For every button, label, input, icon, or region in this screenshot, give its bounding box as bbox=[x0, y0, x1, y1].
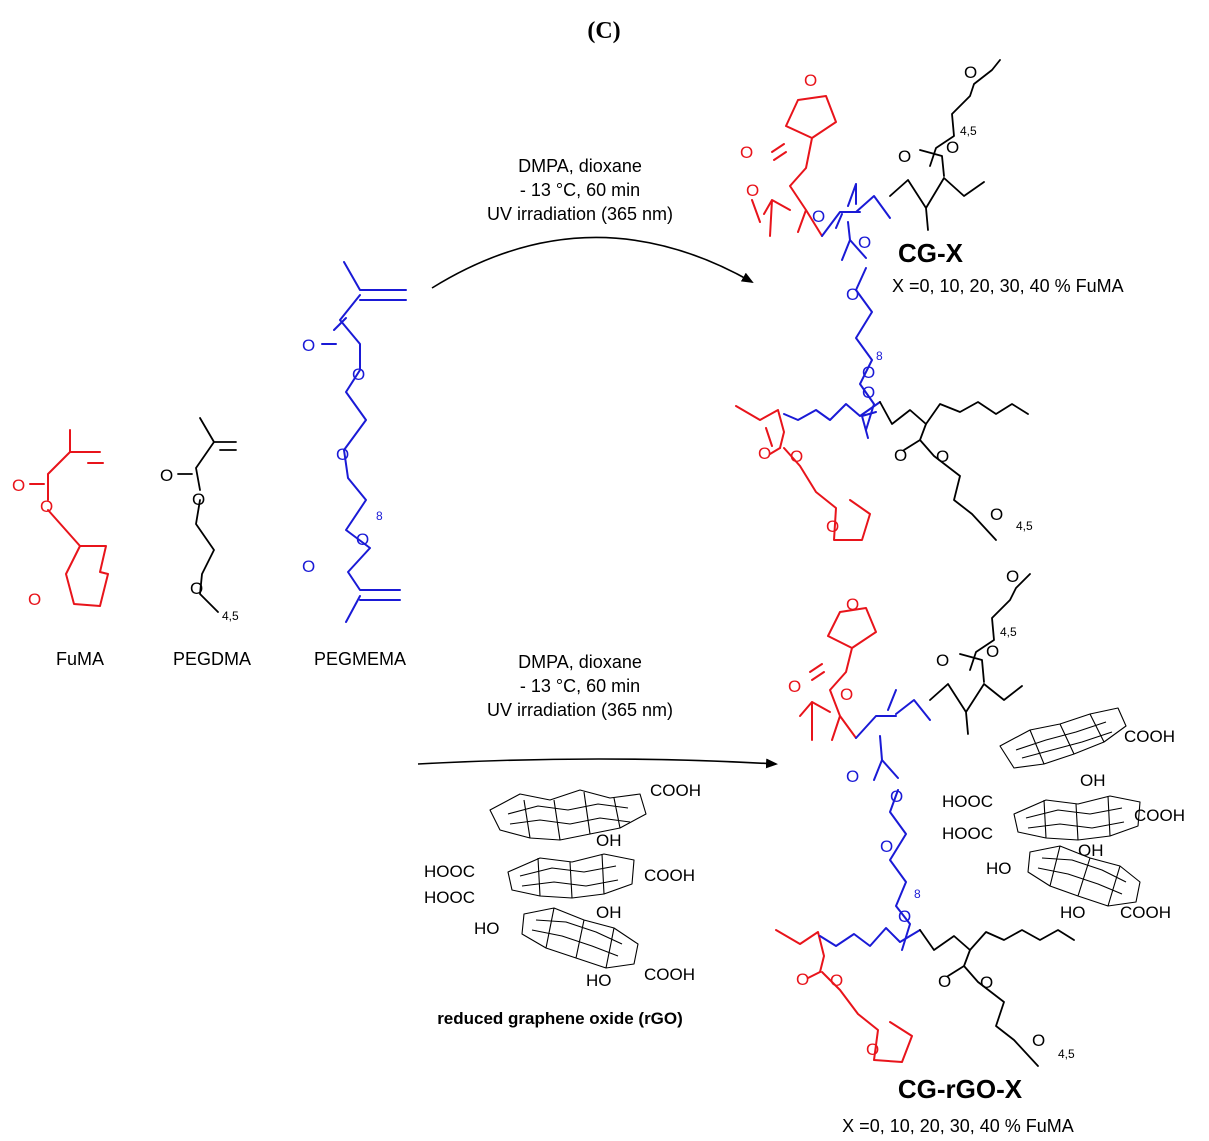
svg-text:HO: HO bbox=[586, 971, 612, 990]
svg-text:O: O bbox=[302, 336, 315, 355]
svg-text:O: O bbox=[898, 907, 911, 926]
svg-text:O: O bbox=[830, 971, 843, 990]
svg-text:HOOC: HOOC bbox=[942, 792, 993, 811]
svg-text:OH: OH bbox=[596, 831, 622, 850]
svg-text:O: O bbox=[898, 147, 911, 166]
svg-text:O: O bbox=[28, 590, 41, 609]
svg-text:O: O bbox=[840, 685, 853, 704]
svg-text:O: O bbox=[812, 207, 825, 226]
cgx-composition: X =0, 10, 20, 30, 40 % FuMA bbox=[892, 276, 1124, 296]
svg-text:O: O bbox=[12, 476, 25, 495]
svg-text:HOOC: HOOC bbox=[424, 862, 475, 881]
svg-text:8: 8 bbox=[876, 349, 883, 363]
svg-text:4,5: 4,5 bbox=[960, 124, 977, 138]
svg-text:O: O bbox=[866, 1040, 879, 1059]
svg-text:HO: HO bbox=[1060, 903, 1086, 922]
svg-text:O: O bbox=[758, 444, 771, 463]
bottom-condition-2: - 13 °C, 60 min bbox=[520, 676, 640, 696]
svg-text:O: O bbox=[746, 181, 759, 200]
svg-text:O: O bbox=[890, 787, 903, 806]
svg-text:O: O bbox=[1032, 1031, 1045, 1050]
panel-label: (C) bbox=[587, 18, 620, 44]
cgrgo-structure: O O O O O O 8 O O O O 4,5 O O O O O O 4,… bbox=[775, 567, 1185, 1067]
pegdma-label: PEGDMA bbox=[173, 649, 251, 669]
pegmema-structure: O O O 8 O O bbox=[302, 261, 407, 623]
svg-text:O: O bbox=[302, 557, 315, 576]
svg-text:O: O bbox=[880, 837, 893, 856]
svg-text:O: O bbox=[160, 466, 173, 485]
svg-text:O: O bbox=[356, 530, 369, 549]
svg-text:OH: OH bbox=[1078, 841, 1104, 860]
svg-text:O: O bbox=[862, 383, 875, 402]
svg-text:O: O bbox=[936, 651, 949, 670]
svg-text:O: O bbox=[796, 970, 809, 989]
svg-text:O: O bbox=[190, 579, 203, 598]
rgo-label: reduced graphene oxide (rGO) bbox=[437, 1009, 683, 1028]
svg-text:O: O bbox=[846, 595, 859, 614]
bottom-condition-3: UV irradiation (365 nm) bbox=[487, 700, 673, 720]
top-condition-2: - 13 °C, 60 min bbox=[520, 180, 640, 200]
svg-text:O: O bbox=[352, 365, 365, 384]
svg-text:O: O bbox=[862, 363, 875, 382]
svg-text:OH: OH bbox=[1080, 771, 1106, 790]
svg-text:4,5: 4,5 bbox=[1016, 519, 1033, 533]
svg-text:O: O bbox=[938, 972, 951, 991]
svg-text:O: O bbox=[826, 517, 839, 536]
svg-text:8: 8 bbox=[376, 509, 383, 523]
svg-text:COOH: COOH bbox=[644, 965, 695, 984]
top-condition-1: DMPA, dioxane bbox=[518, 156, 642, 176]
svg-text:O: O bbox=[192, 490, 205, 509]
fuma-label: FuMA bbox=[56, 649, 104, 669]
svg-text:HOOC: HOOC bbox=[942, 824, 993, 843]
svg-text:8: 8 bbox=[914, 887, 921, 901]
cgx-name: CG-X bbox=[898, 238, 964, 268]
svg-text:O: O bbox=[40, 497, 53, 516]
svg-text:O: O bbox=[858, 233, 871, 252]
svg-text:O: O bbox=[964, 63, 977, 82]
svg-text:OH: OH bbox=[596, 903, 622, 922]
svg-text:O: O bbox=[990, 505, 1003, 524]
svg-text:HOOC: HOOC bbox=[424, 888, 475, 907]
svg-text:O: O bbox=[336, 445, 349, 464]
svg-text:COOH: COOH bbox=[1124, 727, 1175, 746]
svg-text:4,5: 4,5 bbox=[222, 609, 239, 623]
svg-text:O: O bbox=[936, 447, 949, 466]
svg-text:COOH: COOH bbox=[1120, 903, 1171, 922]
fuma-structure: O O O bbox=[12, 429, 109, 609]
bottom-condition-1: DMPA, dioxane bbox=[518, 652, 642, 672]
svg-text:HO: HO bbox=[474, 919, 500, 938]
rgo-structure: COOH OH HOOC HOOC COOH OH HO HO COOH bbox=[424, 781, 701, 990]
svg-text:O: O bbox=[790, 447, 803, 466]
svg-text:O: O bbox=[980, 973, 993, 992]
svg-text:COOH: COOH bbox=[650, 781, 701, 800]
svg-text:HO: HO bbox=[986, 859, 1012, 878]
svg-text:O: O bbox=[804, 71, 817, 90]
svg-text:4,5: 4,5 bbox=[1000, 625, 1017, 639]
svg-text:4,5: 4,5 bbox=[1058, 1047, 1075, 1061]
svg-text:O: O bbox=[1006, 567, 1019, 586]
pegdma-structure: O O O 4,5 bbox=[160, 417, 239, 623]
cgx-structure: O O O O O O 8 O O O O 4,5 O O O O O O O … bbox=[735, 59, 1033, 541]
svg-text:COOH: COOH bbox=[644, 866, 695, 885]
svg-text:O: O bbox=[894, 446, 907, 465]
svg-text:O: O bbox=[740, 143, 753, 162]
top-condition-3: UV irradiation (365 nm) bbox=[487, 204, 673, 224]
svg-text:O: O bbox=[846, 767, 859, 786]
svg-text:O: O bbox=[986, 642, 999, 661]
cgrgo-name: CG-rGO-X bbox=[898, 1074, 1023, 1104]
bottom-reaction-arrow bbox=[417, 758, 778, 769]
svg-text:COOH: COOH bbox=[1134, 806, 1185, 825]
svg-text:O: O bbox=[788, 677, 801, 696]
top-reaction-arrow bbox=[431, 236, 754, 289]
pegmema-label: PEGMEMA bbox=[314, 649, 406, 669]
svg-text:O: O bbox=[846, 285, 859, 304]
cgrgo-composition: X =0, 10, 20, 30, 40 % FuMA bbox=[842, 1116, 1074, 1136]
svg-text:O: O bbox=[946, 138, 959, 157]
